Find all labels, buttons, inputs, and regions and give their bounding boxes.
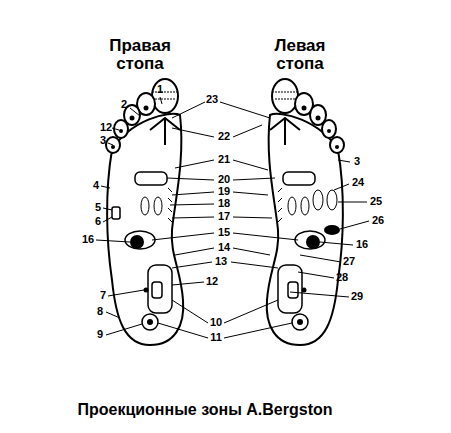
leader-line — [112, 128, 119, 130]
leader-line — [233, 217, 272, 218]
leader-line — [233, 248, 270, 255]
callout-number: 1 — [157, 84, 163, 96]
callout-number: 14 — [218, 242, 230, 254]
leader-line — [224, 323, 292, 338]
leader-line — [172, 128, 214, 137]
leader-line — [233, 233, 298, 240]
zone-rect — [112, 207, 120, 219]
callout-number: 29 — [351, 291, 363, 303]
right-foot — [106, 79, 183, 345]
callout-number: 5 — [95, 202, 101, 214]
leader-line — [130, 108, 140, 116]
leader-line — [167, 178, 214, 180]
leader-line — [320, 242, 353, 245]
callout-number: 18 — [218, 198, 230, 210]
left-foot — [267, 79, 344, 345]
foot-heading: Левая стопа — [264, 37, 336, 73]
leader-line — [172, 192, 214, 195]
callout-number: 21 — [218, 154, 230, 166]
leader-line — [231, 262, 278, 268]
leader-line — [340, 221, 369, 229]
leader-line — [290, 292, 349, 297]
callout-number: 16 — [82, 234, 94, 246]
callout-number: 11 — [210, 332, 222, 344]
callout-number: 26 — [372, 215, 384, 227]
foot-heading: Правая стопа — [104, 37, 176, 73]
callout-number: 6 — [95, 216, 101, 228]
leader-line — [224, 300, 278, 323]
leader-line — [220, 102, 270, 118]
callout-number: 7 — [100, 290, 106, 302]
leader-line — [108, 290, 144, 296]
leader-line — [103, 217, 112, 222]
leader-line — [103, 208, 112, 210]
leader-line — [298, 272, 334, 278]
callout-number: 27 — [343, 256, 355, 268]
leader-line — [233, 160, 268, 170]
callout-number: 8 — [97, 306, 103, 318]
zone-ellipse — [327, 190, 337, 210]
leader-line — [233, 192, 268, 195]
leader-line — [101, 186, 110, 188]
callout-number: 20 — [218, 174, 230, 186]
leader-line — [106, 312, 120, 318]
leader-line — [300, 255, 341, 262]
callout-number: 12 — [206, 276, 218, 288]
callout-number: 2 — [121, 99, 127, 111]
callout-number: 3 — [100, 135, 106, 147]
leader-line — [175, 160, 214, 168]
callout-number: 28 — [336, 272, 348, 284]
callout-number: 25 — [370, 196, 382, 208]
leader-line — [233, 178, 275, 180]
leader-line — [96, 240, 130, 242]
leader-line — [160, 97, 162, 104]
heart-zone — [324, 225, 340, 235]
leader-line — [334, 184, 349, 190]
leader-line — [172, 102, 205, 118]
leader-lines — [96, 97, 369, 338]
leader-line — [172, 217, 214, 218]
leader-line — [172, 262, 212, 268]
callout-number: 15 — [218, 227, 230, 239]
leader-line — [170, 204, 214, 205]
leader-line — [175, 248, 214, 255]
callout-number: 22 — [218, 131, 230, 143]
callout-number: 17 — [218, 211, 230, 223]
callout-number: 9 — [97, 329, 103, 341]
leader-line — [338, 160, 350, 162]
callout-number: 12 — [100, 122, 112, 134]
callout-number: 16 — [356, 239, 368, 251]
callout-number: 19 — [218, 186, 230, 198]
leader-line — [338, 202, 367, 203]
leader-line — [158, 323, 208, 338]
callout-number: 3 — [354, 156, 360, 168]
callout-number: 10 — [210, 317, 222, 329]
leader-line — [106, 324, 142, 335]
callout-number: 13 — [215, 256, 227, 268]
leader-line — [152, 233, 214, 240]
zone-ellipse — [313, 190, 323, 210]
leader-line — [233, 125, 262, 137]
caption: Проекционные зоны A.Bergston — [77, 402, 332, 419]
callout-number: 24 — [352, 177, 364, 189]
callout-number: 23 — [206, 94, 218, 106]
leader-line — [108, 143, 113, 145]
callout-number: 4 — [93, 180, 99, 192]
leader-line — [172, 282, 204, 285]
leader-line — [172, 300, 208, 323]
